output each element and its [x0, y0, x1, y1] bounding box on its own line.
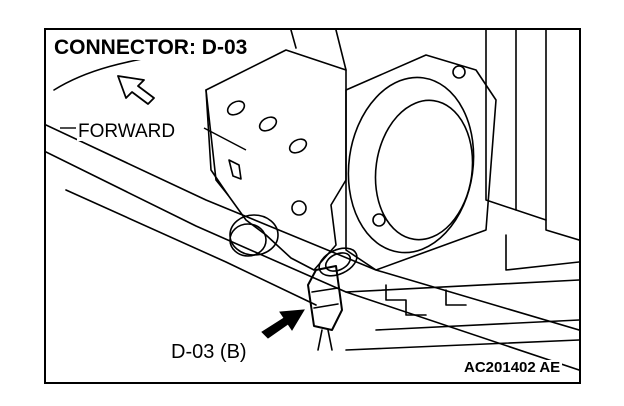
housing-plate — [347, 76, 475, 254]
lower-pipe-1 — [375, 319, 579, 331]
bracket-tab — [228, 159, 242, 180]
bracket-plate — [205, 49, 347, 271]
knob-outer — [229, 214, 279, 256]
panel-line-5 — [290, 30, 297, 49]
frame-rail-mid — [46, 151, 579, 371]
lower-step-2 — [445, 289, 467, 306]
grommet-inner — [324, 252, 352, 272]
lower-rail — [345, 279, 579, 293]
connector-d03-body — [307, 265, 343, 331]
connector-d03-detail — [311, 287, 339, 309]
diagram-frame: CONNECTOR: D-03 FORWARD D-03 (B) AC20140… — [44, 28, 581, 384]
figure-code: AC201402 AE — [462, 359, 563, 376]
grommet-outer — [318, 247, 358, 277]
frame-rail-lower — [65, 189, 317, 306]
lower-step — [385, 284, 427, 316]
forward-arrow-icon — [117, 75, 155, 105]
connector-harness — [317, 329, 333, 351]
knob-face — [229, 223, 267, 257]
bracket-bolt — [291, 200, 307, 216]
connector-location-drawing — [46, 30, 579, 371]
housing-disc — [374, 99, 474, 241]
housing-bolt-top — [452, 65, 466, 79]
bracket-slot-2 — [258, 116, 278, 132]
frame-rail-upper — [46, 124, 579, 331]
bracket-flange — [205, 89, 229, 196]
lower-pipe-2 — [345, 339, 579, 351]
housing-back — [345, 54, 497, 271]
forward-leader-line-2 — [203, 127, 247, 151]
connector-callout-label: D-03 (B) — [169, 341, 249, 363]
housing-bolt-bottom — [372, 213, 386, 227]
forward-direction-label: FORWARD — [77, 121, 177, 142]
panel-line-1 — [485, 30, 547, 221]
connector-pointer-arrow-icon — [261, 309, 305, 339]
right-bracket — [505, 234, 579, 271]
panel-line-3 — [545, 30, 579, 241]
diagram-title: CONNECTOR: D-03 — [52, 36, 251, 60]
bracket-slot-3 — [288, 138, 308, 154]
panel-line-4 — [335, 30, 347, 71]
bracket-slot-1 — [226, 100, 246, 116]
